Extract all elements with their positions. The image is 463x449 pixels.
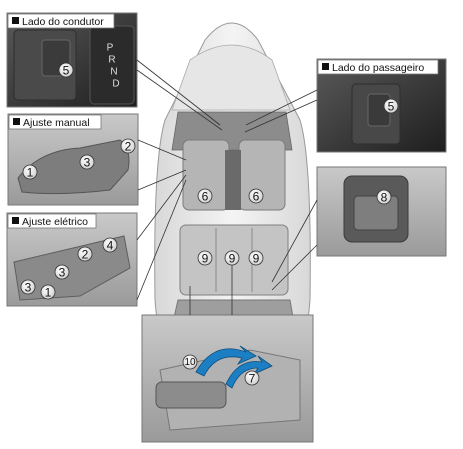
callout-9-left: 9 <box>202 252 209 266</box>
car-top-view <box>154 22 311 346</box>
blue-arrow-icon <box>195 345 257 377</box>
gear-letter-n: N <box>110 67 117 78</box>
callout-1-manual: 1 <box>27 166 34 180</box>
gear-letter-p: P <box>107 43 114 54</box>
callout-4-electric: 4 <box>107 239 114 253</box>
callout-3-manual: 3 <box>84 156 91 170</box>
panel-title-manual: Ajuste manual <box>23 117 90 129</box>
callout-3-electric-a: 3 <box>59 266 66 280</box>
car-callouts: 6 6 9 9 9 <box>197 188 264 266</box>
callout-8: 8 <box>381 191 388 205</box>
gear-letter-r: R <box>108 55 115 66</box>
panel-title-driver: Lado do condutor <box>22 16 104 28</box>
callout-6-right: 6 <box>253 190 260 204</box>
callout-1-electric: 1 <box>45 286 52 300</box>
callout-5-driver: 5 <box>63 64 70 78</box>
callout-6-left: 6 <box>202 190 209 204</box>
leader-lines <box>136 59 318 315</box>
callout-9-right: 9 <box>253 252 260 266</box>
panel-title-electric: Ajuste elétrico <box>22 216 88 228</box>
panel-manual-adjust: Ajuste manual 2 3 1 <box>7 113 139 206</box>
panel-rear-armrest: 10 7 <box>141 314 314 443</box>
callout-10: 10 <box>184 357 196 368</box>
gear-letter-d: D <box>112 79 119 90</box>
panel-driver-side: P R N D Lado do condutor 5 <box>6 12 138 108</box>
callout-9-center: 9 <box>229 252 236 266</box>
callout-3-electric-b: 3 <box>25 281 32 295</box>
callout-5-passenger: 5 <box>388 100 395 114</box>
panel-title-passenger: Lado do passageiro <box>332 62 424 74</box>
callout-7: 7 <box>249 372 256 386</box>
panel-electric-adjust: Ajuste elétrico 4 2 3 3 1 <box>6 212 138 307</box>
callout-2-electric: 2 <box>82 248 89 262</box>
callout-2-manual: 2 <box>125 140 132 154</box>
panel-seat-button: 8 <box>316 166 447 257</box>
blue-arrow-icon <box>225 355 273 389</box>
panel-passenger-side: Lado do passageiro 5 <box>316 58 447 153</box>
